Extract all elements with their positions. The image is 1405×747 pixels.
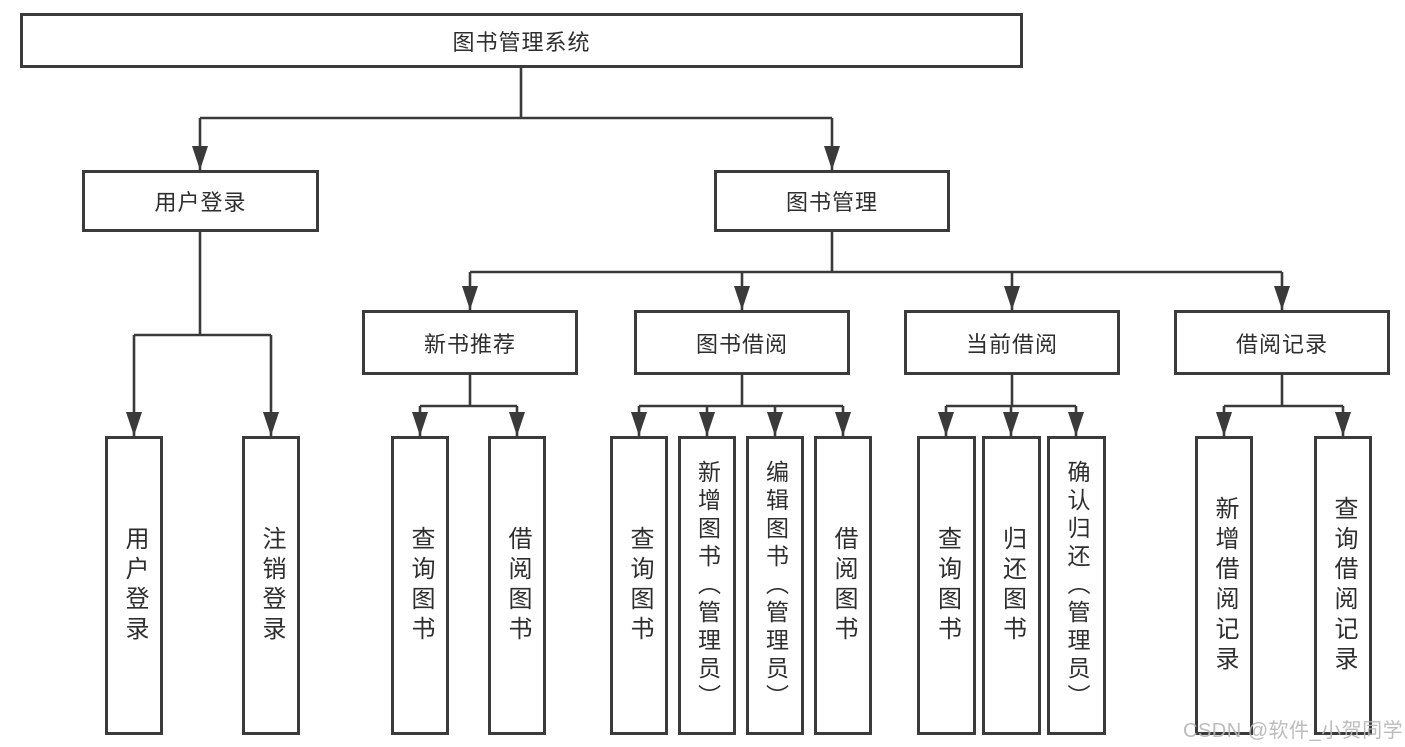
arrowheads bbox=[126, 146, 1351, 436]
leaf-confirm-return-admin: 确认归还（管理员） bbox=[1047, 436, 1106, 735]
leaf-recommend-borrow-books-label: 借阅图书 bbox=[504, 525, 531, 646]
node-borrowing-records-label: 借阅记录 bbox=[1235, 331, 1328, 357]
leaf-query-borrow-record-label: 查询借阅记录 bbox=[1330, 495, 1357, 676]
leaf-confirm-return-admin-label: 确认归还（管理员） bbox=[1064, 459, 1090, 712]
node-borrowing-records: 借阅记录 bbox=[1174, 310, 1390, 375]
leaf-recommend-query-books-label: 查询图书 bbox=[407, 525, 434, 646]
node-user-login-label: 用户登录 bbox=[154, 190, 247, 215]
leaf-return-books: 归还图书 bbox=[982, 436, 1041, 735]
node-new-book-recommend: 新书推荐 bbox=[362, 310, 578, 375]
leaf-add-borrow-record-label: 新增借阅记录 bbox=[1211, 495, 1238, 676]
node-current-borrowing-label: 当前借阅 bbox=[965, 331, 1058, 357]
node-current-borrowing: 当前借阅 bbox=[904, 310, 1120, 375]
node-book-management-label: 图书管理 bbox=[785, 190, 878, 215]
leaf-return-books-label: 归还图书 bbox=[998, 525, 1026, 646]
node-new-book-recommend-label: 新书推荐 bbox=[423, 331, 516, 357]
leaf-edit-books-admin-label: 编辑图书（管理员） bbox=[762, 459, 789, 712]
leaf-user-login-label: 用户登录 bbox=[121, 525, 148, 646]
node-root-system: 图书管理系统 bbox=[20, 13, 1023, 68]
node-book-borrowing-label: 图书借阅 bbox=[695, 331, 788, 357]
leaf-add-borrow-record: 新增借阅记录 bbox=[1195, 436, 1253, 735]
node-book-borrowing: 图书借阅 bbox=[634, 310, 850, 375]
leaf-borrow-query-books: 查询图书 bbox=[610, 436, 668, 735]
leaf-borrow-books-label: 借阅图书 bbox=[830, 525, 857, 646]
leaf-borrow-books: 借阅图书 bbox=[814, 436, 872, 735]
leaf-edit-books-admin: 编辑图书（管理员） bbox=[746, 436, 804, 735]
leaf-add-books-admin-label: 新增图书（管理员） bbox=[694, 459, 721, 712]
node-user-login-module: 用户登录 bbox=[82, 170, 319, 232]
leaf-query-borrow-record: 查询借阅记录 bbox=[1314, 436, 1372, 735]
leaf-current-query-books: 查询图书 bbox=[917, 436, 976, 735]
leaf-logout: 注销登录 bbox=[242, 436, 300, 735]
leaf-logout-label: 注销登录 bbox=[258, 525, 285, 646]
leaf-recommend-query-books: 查询图书 bbox=[391, 436, 449, 735]
leaf-recommend-borrow-books: 借阅图书 bbox=[488, 436, 546, 735]
leaf-current-query-books-label: 查询图书 bbox=[933, 525, 961, 646]
csdn-watermark: CSDN @软件_小贺同学 bbox=[1183, 720, 1404, 742]
leaf-user-login: 用户登录 bbox=[105, 436, 163, 735]
tree-edges bbox=[132, 68, 1345, 436]
leaf-borrow-query-books-label: 查询图书 bbox=[626, 525, 653, 646]
node-root-label: 图书管理系统 bbox=[452, 29, 591, 55]
node-book-management-module: 图书管理 bbox=[714, 170, 950, 232]
leaf-add-books-admin: 新增图书（管理员） bbox=[678, 436, 736, 735]
